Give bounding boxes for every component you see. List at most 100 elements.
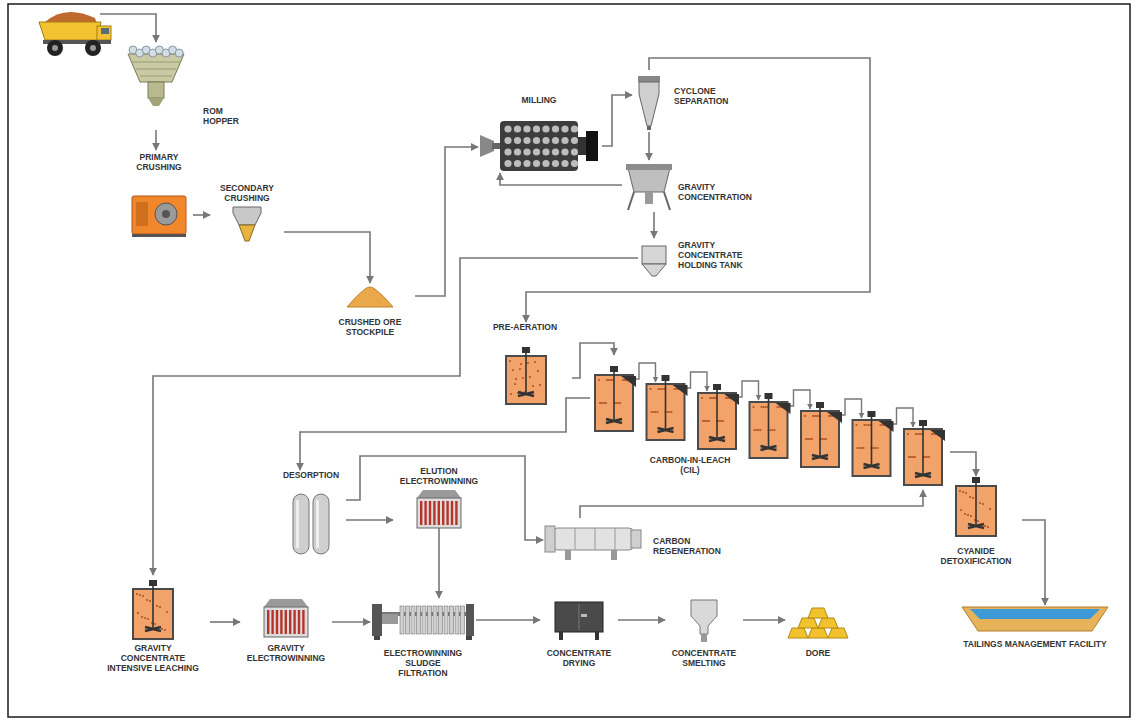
- icon-part: [132, 62, 180, 63]
- icon-part: [372, 604, 382, 636]
- flow-arrow: [193, 214, 210, 216]
- slurry-dot: [809, 438, 811, 440]
- agitator-motor: [816, 402, 824, 408]
- mill-liner: [504, 125, 511, 132]
- step-label: ELECTROWINNING SLUDGE FILTRATION: [380, 648, 466, 678]
- cathode-plate: [298, 610, 300, 634]
- slurry-dot: [771, 429, 773, 431]
- agitator-blade: [968, 524, 984, 528]
- gold-bar: [818, 618, 838, 628]
- icon-part: [466, 636, 472, 640]
- equipment-icon: [372, 600, 474, 640]
- slurry-dot: [989, 508, 991, 510]
- mill-liner: [571, 137, 578, 144]
- slurry-dot: [814, 415, 816, 417]
- equipment-icon: [691, 600, 717, 642]
- slurry-dot: [617, 402, 619, 404]
- truck-window: [101, 28, 109, 34]
- slurry-dot: [753, 429, 755, 431]
- slurry-dot: [907, 433, 909, 435]
- mill-liner: [514, 137, 521, 144]
- slurry-dot: [668, 411, 670, 413]
- slurry-dot: [136, 593, 138, 595]
- icon-part: [313, 494, 329, 554]
- icon-part: [615, 528, 616, 550]
- slurry-dot: [725, 397, 727, 399]
- slurry-dot: [805, 438, 807, 440]
- icon-part: [296, 500, 299, 548]
- slurry-dot: [812, 415, 814, 417]
- slurry-dot: [603, 402, 605, 404]
- agitator-motor: [610, 366, 618, 372]
- mill-liner: [542, 125, 549, 132]
- process-step: CONCENTRATE SMELTING: [665, 598, 743, 674]
- flow-arrow: [1022, 520, 1045, 605]
- process-step: PRIMARY CRUSHING: [125, 150, 193, 242]
- icon-part: [611, 550, 617, 560]
- cathode-plate: [433, 501, 435, 525]
- slurry-dot: [166, 611, 168, 613]
- slurry-dot: [156, 605, 158, 607]
- cathode-plate: [293, 610, 295, 634]
- flow-arrow: [950, 452, 976, 476]
- slurry-dot: [605, 402, 607, 404]
- icon-part: [962, 607, 1108, 631]
- truck-feed-line: [100, 14, 156, 42]
- slurry-dot: [752, 406, 754, 408]
- launder: [930, 430, 945, 441]
- slurry-dot: [919, 433, 921, 435]
- equipment-icon: [640, 246, 668, 276]
- icon-part: [148, 82, 164, 98]
- slurry-dot: [876, 447, 878, 449]
- mill-liner: [523, 137, 530, 144]
- flow-arrow: [602, 95, 632, 146]
- slurry-dot: [650, 411, 652, 413]
- agitator-shaft: [768, 399, 770, 448]
- agitator-motor: [662, 375, 670, 381]
- process-step: PRE-AERATION: [480, 322, 572, 408]
- flow-arrow: [572, 343, 614, 378]
- slurry-dot: [872, 447, 874, 449]
- slurry-dot: [654, 411, 656, 413]
- slurry-dot: [979, 502, 981, 504]
- wheel-hub: [90, 45, 96, 51]
- step-label: CYCLONE SEPARATION: [674, 86, 736, 106]
- slurry-dot: [828, 415, 830, 417]
- slurry-dot: [137, 612, 139, 614]
- step-label: GRAVITY ELECTROWINNING: [243, 643, 329, 663]
- slurry-dot: [514, 383, 516, 385]
- slurry-dot: [706, 420, 708, 422]
- icon-part: [417, 498, 461, 528]
- step-label: CONCENTRATE SMELTING: [669, 648, 739, 668]
- step-label: GRAVITY CONCENTRATE HOLDING TANK: [678, 240, 748, 270]
- gold-bar: [808, 608, 828, 618]
- slurry-dot: [862, 447, 864, 449]
- filter-plate: [439, 606, 443, 634]
- filter-plate: [461, 606, 465, 634]
- tank-overflow-line: [788, 390, 811, 409]
- slurry-dot: [879, 424, 881, 426]
- slurry-dot: [666, 411, 668, 413]
- slurry-dot: [964, 513, 966, 515]
- agitator-motor: [522, 347, 530, 353]
- slurry-dot: [931, 433, 933, 435]
- gold-bar: [808, 628, 828, 638]
- slurry-dot: [657, 388, 659, 390]
- agitator-motor: [713, 384, 721, 390]
- filter-plate: [417, 606, 421, 634]
- mill-liner: [542, 137, 549, 144]
- mill-liner: [514, 125, 521, 132]
- slurry-dot: [762, 406, 764, 408]
- slurry-dot: [757, 429, 759, 431]
- filter-plate: [455, 606, 459, 634]
- slurry-dot: [146, 599, 148, 601]
- flow-arrow: [415, 147, 478, 296]
- step-label: CYANIDE DETOXIFICATION: [936, 546, 1016, 566]
- mill-liner: [552, 125, 559, 132]
- slurry-dot: [910, 456, 912, 458]
- icon-part: [500, 121, 578, 171]
- slurry-dot: [520, 363, 522, 365]
- slurry-dot: [615, 402, 617, 404]
- agitator-blade: [709, 437, 725, 441]
- flow-arrow: [438, 528, 440, 598]
